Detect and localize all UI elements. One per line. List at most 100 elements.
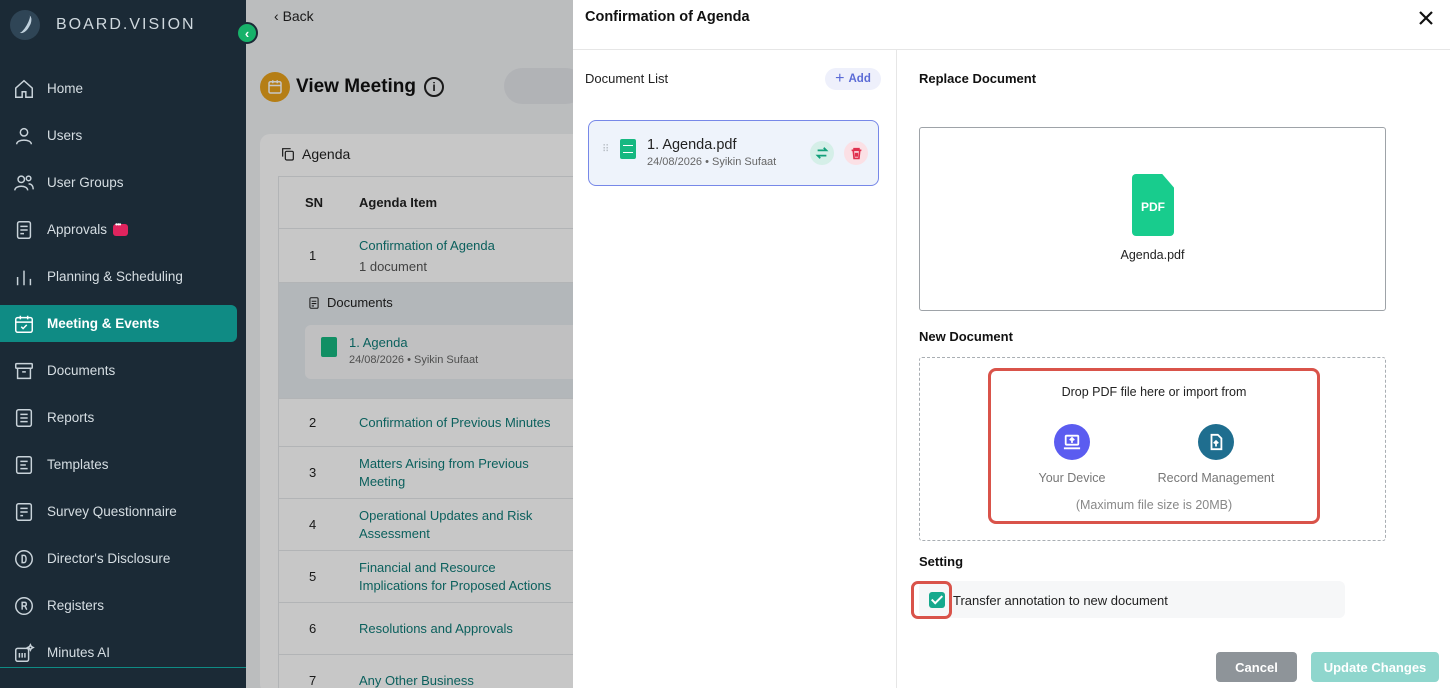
close-button[interactable]	[1414, 6, 1438, 30]
column-sn: SN	[305, 195, 324, 210]
sidebar-collapse-button[interactable]: ‹	[236, 22, 258, 44]
sidebar-item-home[interactable]: Home	[0, 70, 237, 107]
documents-block: Documents 1. Agenda 24/08/2026 • Syikin …	[279, 283, 601, 399]
minutes-ai-icon	[12, 641, 36, 665]
file-icon	[321, 337, 337, 357]
sidebar-item-label: Director's Disclosure	[47, 551, 171, 566]
report-icon	[12, 406, 36, 430]
modal-divider	[573, 49, 1450, 50]
replace-document-title: Replace Document	[919, 71, 1037, 86]
document-name[interactable]: 1. Agenda	[349, 335, 408, 350]
calendar-icon	[260, 72, 290, 102]
import-from-record-management-button[interactable]: Record Management	[1141, 424, 1291, 485]
agenda-document-chip[interactable]: 1. Agenda 24/08/2026 • Syikin Sufaat	[305, 325, 601, 379]
brand[interactable]: BOARD.VISION	[10, 10, 196, 40]
transfer-annotation-label[interactable]: Transfer annotation to new document	[953, 593, 1168, 608]
agenda-heading: Agenda	[280, 146, 350, 162]
sidebar-item-meeting-events[interactable]: Meeting & Events	[0, 305, 237, 342]
document-list-label: Document List	[585, 71, 669, 86]
sidebar-item-user-groups[interactable]: User Groups	[0, 164, 237, 201]
table-row[interactable]: 1 Confirmation of Agenda 1 document	[279, 229, 600, 283]
close-icon	[1419, 11, 1433, 25]
archive-icon	[12, 359, 36, 383]
sidebar-item-approvals[interactable]: Approvals	[0, 211, 237, 248]
drag-handle-icon[interactable]: ⠿	[602, 144, 611, 155]
pdf-label: PDF	[1141, 200, 1165, 214]
update-changes-button[interactable]: Update Changes	[1311, 652, 1439, 682]
file-drop-zone[interactable]: Drop PDF file here or import from Your D…	[919, 357, 1386, 541]
plus-icon: +	[835, 70, 845, 87]
new-document-title: New Document	[919, 329, 1013, 344]
laptop-upload-icon	[1054, 424, 1090, 460]
agenda-item-link[interactable]: Confirmation of Previous Minutes	[359, 414, 551, 430]
table-row[interactable]: 3 Matters Arising from Previous Meeting	[279, 447, 600, 499]
copy-icon	[282, 148, 294, 161]
document-list-item[interactable]: ⠿ 1. Agenda.pdf 24/08/2026 • Syikin Sufa…	[588, 120, 879, 186]
message-badge-icon	[113, 220, 129, 236]
table-row[interactable]: 7 Any Other Business	[279, 655, 600, 688]
sidebar-item-templates[interactable]: Templates	[0, 446, 237, 483]
sidebar-item-label: Approvals	[47, 222, 108, 237]
device-label: Your Device	[1038, 471, 1106, 485]
swap-icon	[815, 147, 829, 159]
sidebar-item-directors-disclosure[interactable]: Director's Disclosure	[0, 540, 237, 577]
delete-button[interactable]	[844, 141, 868, 165]
sidebar-item-label: Documents	[47, 363, 116, 378]
sidebar-item-minutes-ai[interactable]: Minutes AI	[0, 634, 237, 671]
sidebar-item-survey[interactable]: Survey Questionnaire	[0, 493, 237, 530]
table-row[interactable]: 4 Operational Updates and Risk Assessmen…	[279, 499, 600, 551]
pdf-file-icon: PDF	[1132, 174, 1174, 236]
sidebar-item-planning[interactable]: Planning & Scheduling	[0, 258, 237, 295]
document-count: 1 document	[359, 259, 427, 274]
file-upload-icon	[1198, 424, 1234, 460]
back-link[interactable]: ‹ Back	[274, 8, 314, 24]
bar-chart-icon	[12, 265, 36, 289]
agenda-item-link[interactable]: Financial and Resource Implications for …	[359, 559, 552, 593]
brand-logo-icon	[10, 10, 40, 40]
info-icon[interactable]: i	[424, 77, 445, 97]
sidebar-item-label: Planning & Scheduling	[47, 269, 183, 284]
table-row[interactable]: 5 Financial and Resource Implications fo…	[279, 551, 600, 603]
document-date: 24/08/2026	[647, 156, 703, 168]
row-sn: 4	[309, 517, 317, 532]
cancel-button[interactable]: Cancel	[1216, 652, 1297, 682]
agenda-item-link[interactable]: Any Other Business	[359, 672, 474, 688]
sidebar-item-label: Users	[47, 128, 83, 143]
add-document-button[interactable]: + Add	[825, 68, 881, 90]
sidebar-item-label: Survey Questionnaire	[47, 504, 177, 519]
transfer-annotation-checkbox[interactable]	[929, 592, 945, 608]
agenda-card: Agenda SN Agenda Item 1 Confirmation of …	[260, 134, 601, 688]
agenda-item-link[interactable]: Resolutions and Approvals	[359, 620, 513, 636]
chevron-left-icon: ‹	[244, 25, 250, 41]
documents-label: Documents	[307, 295, 393, 310]
sidebar-item-users[interactable]: Users	[0, 117, 237, 154]
table-row[interactable]: 6 Resolutions and Approvals	[279, 603, 600, 655]
agenda-item-link[interactable]: Operational Updates and Risk Assessment	[359, 507, 533, 541]
sidebar-item-label: Home	[47, 81, 84, 96]
table-row[interactable]: 2 Confirmation of Previous Minutes	[279, 399, 600, 447]
sidebar-item-registers[interactable]: Registers	[0, 587, 237, 624]
document-meta: 24/08/2026 • Syikin Sufaat	[647, 156, 777, 168]
max-file-size: (Maximum file size is 20MB)	[1075, 498, 1233, 512]
modal-backdrop[interactable]	[246, 0, 573, 688]
d-circle-icon	[12, 547, 36, 571]
sidebar-item-reports[interactable]: Reports	[0, 399, 237, 436]
documents-label-text: Documents	[327, 295, 393, 310]
row-sn: 2	[309, 415, 317, 430]
trash-icon	[851, 147, 861, 159]
sidebar-item-documents[interactable]: Documents	[0, 352, 237, 389]
record-management-label: Record Management	[1157, 471, 1275, 485]
import-from-device-button[interactable]: Your Device	[1027, 424, 1117, 485]
approval-icon	[12, 218, 36, 242]
setting-row	[919, 581, 1345, 618]
replace-button[interactable]	[810, 141, 834, 165]
agenda-item-link[interactable]: Matters Arising from Previous Meeting	[359, 455, 529, 489]
import-options-highlight: Drop PDF file here or import from Your D…	[988, 368, 1320, 524]
template-icon	[12, 453, 36, 477]
user-icon	[12, 124, 36, 148]
replace-document-modal: Confirmation of Agenda Document List + A…	[573, 0, 1450, 688]
page-title-row: View Meeting i	[260, 72, 445, 102]
sidebar-item-label: Minutes AI	[47, 645, 111, 660]
agenda-table-header: SN Agenda Item	[279, 177, 600, 229]
agenda-item-link[interactable]: Confirmation of Agenda	[359, 238, 495, 253]
